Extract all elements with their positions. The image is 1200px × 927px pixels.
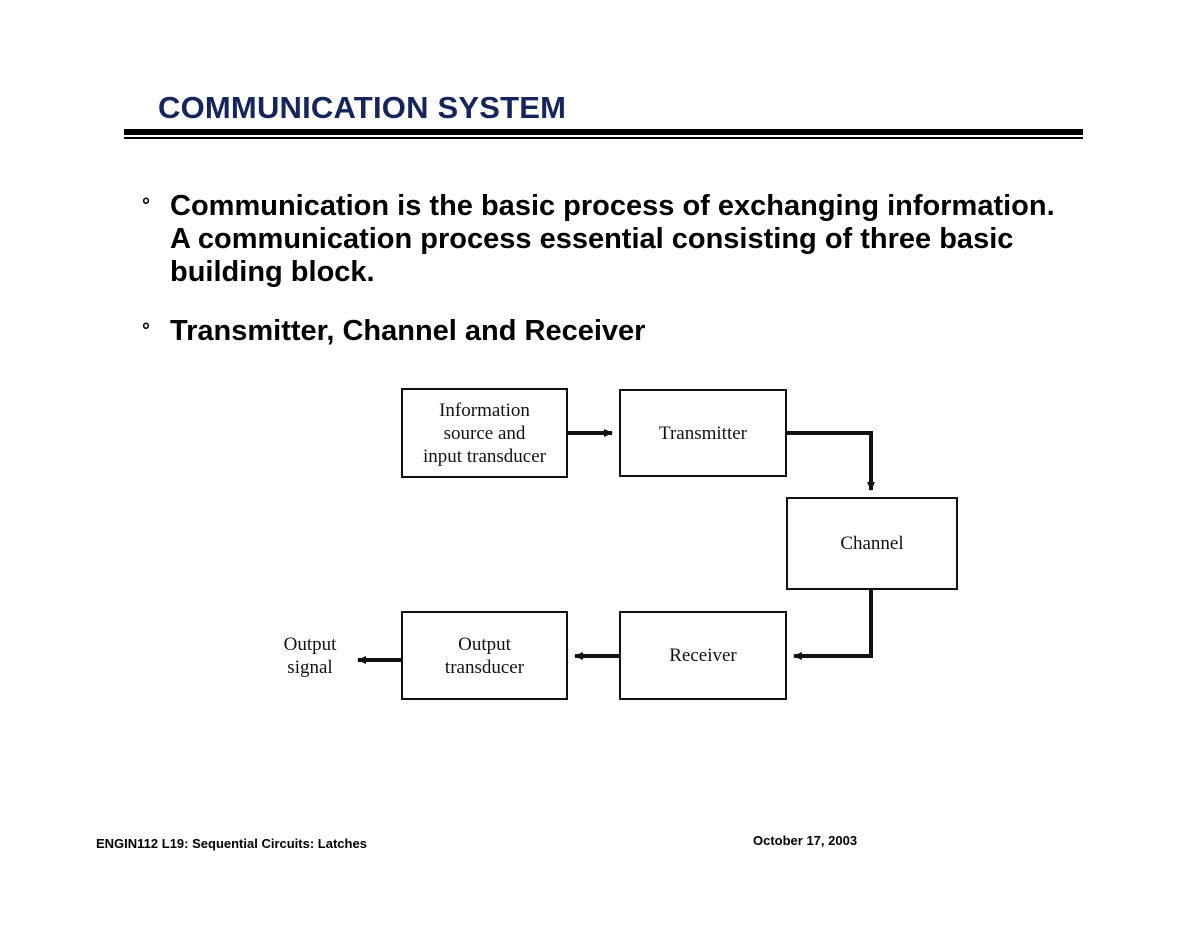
bullet-item-2-text: Transmitter, Channel and Receiver [170, 315, 646, 347]
title-divider [124, 129, 1083, 140]
footer-date: October 17, 2003 [753, 833, 858, 848]
diagram-block-transmitter[interactable]: Transmitter [619, 389, 787, 477]
bullet-item-1-text: Communication is the basic process of ex… [170, 190, 1055, 288]
diagram-block-channel[interactable]: Channel [786, 497, 958, 590]
connector-transmitter-to-channel [787, 431, 875, 491]
bullet-marker-icon: ° [142, 195, 150, 217]
divider-bar-thick [124, 129, 1083, 135]
diagram-block-receiver[interactable]: Receiver [619, 611, 787, 700]
bullet-item-2: ° Transmitter, Channel and Receiver [142, 315, 1072, 348]
bullet-item-1: ° Communication is the basic process of … [142, 190, 1072, 289]
divider-bar-thin [124, 137, 1083, 139]
bullet-marker-icon: ° [142, 320, 150, 342]
footer-course-label: ENGIN112 L19: Sequential Circuits: Latch… [96, 836, 367, 851]
page-title: COMMUNICATION SYSTEM [158, 90, 567, 125]
divider-bar-gap [124, 135, 1083, 137]
connector-channel-to-receiver [793, 590, 873, 660]
